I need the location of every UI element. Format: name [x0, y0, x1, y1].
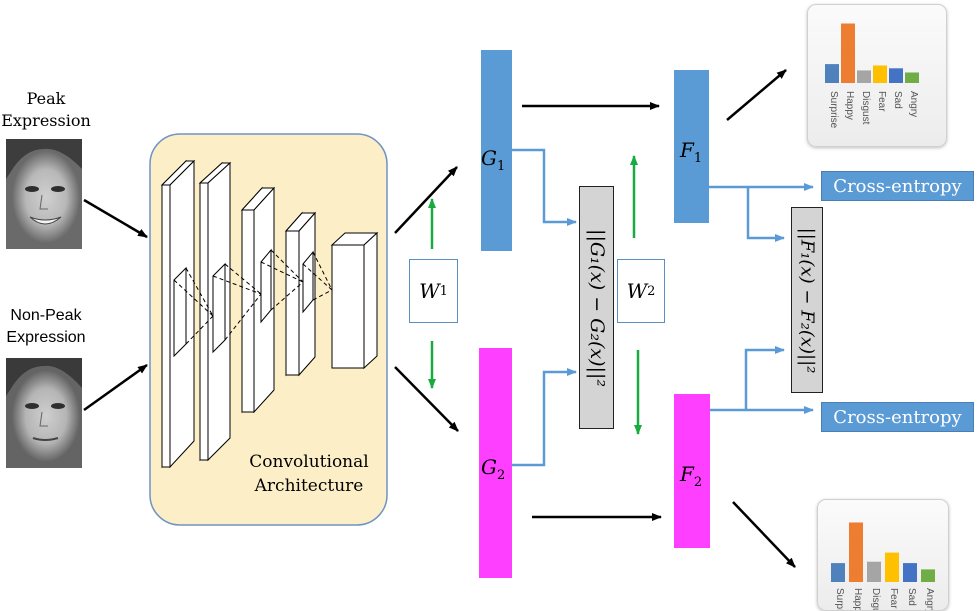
cnn-receptive-fields	[173, 248, 333, 358]
arrow-f1-to-fdist	[746, 187, 785, 242]
f2-label: F2	[680, 462, 703, 490]
g2-block	[479, 348, 512, 578]
nonpeak-face-image	[6, 358, 82, 468]
histogram-top-bars	[825, 23, 919, 83]
hist-bottom-label-disgust: Disgust	[870, 588, 881, 611]
hist-top-label-angry: Angry	[908, 91, 919, 118]
hist-top-label-surprise: Surprise	[828, 91, 839, 129]
f-distance-box: ||F₁(x) − F₂(x)||²	[791, 207, 823, 393]
arrow-f1-to-histogram	[726, 69, 787, 121]
hist-bottom-label-sad: Sad	[906, 588, 917, 606]
cnn-layer-4	[284, 211, 317, 377]
hist-top-bar-angry	[905, 72, 919, 83]
arrow-cnn-to-g2	[394, 366, 459, 432]
diagram-canvas	[83, 50, 814, 578]
hist-bottom-bar-angry	[921, 569, 935, 582]
peak-face-image	[6, 139, 82, 249]
g-distance-text: ||G₁(x) − G₂(x)||²	[585, 228, 608, 387]
hist-top-bar-disgust	[857, 70, 871, 83]
arrow-g2-to-gdist	[512, 368, 577, 467]
nonpeak-label-line2: Expression	[6, 329, 86, 346]
cross-entropy-top-box: Cross-entropy	[821, 171, 974, 201]
hist-bottom-bar-fear	[885, 552, 899, 582]
nonpeak-expression-label: Non-Peak Expression	[0, 305, 92, 349]
hist-top-label-disgust: Disgust	[860, 91, 871, 125]
hist-bottom-label-happy: Happy	[852, 588, 863, 611]
cnn-layer-1	[160, 159, 196, 469]
arrow-nonpeak-to-cnn	[83, 363, 148, 412]
peak-label-line1: Peak	[26, 89, 66, 108]
arrow-peak-to-cnn	[83, 198, 148, 239]
green-arrows	[428, 155, 642, 435]
hist-top-label-sad: Sad	[892, 91, 903, 109]
hist-top-bar-surprise	[825, 64, 839, 83]
hist-bottom-bar-disgust	[867, 561, 881, 582]
f1-label: F1	[680, 138, 703, 166]
arrow-f2-to-histogram	[732, 501, 796, 568]
g1-label: G1	[481, 146, 506, 174]
hist-top-label-happy: Happy	[844, 91, 855, 120]
histogram-top: Surprise Happy Disgust Fear Sad Angry	[807, 4, 947, 147]
g1-block	[481, 50, 512, 251]
cnn-label-line2: Architecture	[254, 476, 364, 496]
cross-entropy-bottom-box: Cross-entropy	[821, 402, 974, 432]
histogram-bottom: Surprise Happy Disgust Fear Sad Angry	[817, 499, 949, 611]
f1-block	[674, 70, 709, 223]
cnn-label-line1: Convolutional	[249, 452, 369, 472]
histogram-bottom-bars	[831, 522, 935, 582]
hist-top-bar-fear	[873, 65, 887, 83]
arrow-g1-to-gdist	[512, 148, 577, 226]
hist-bottom-bar-surprise	[831, 563, 845, 582]
black-arrows	[83, 69, 796, 568]
hist-top-bar-sad	[889, 68, 903, 83]
hist-bottom-bar-sad	[903, 563, 917, 582]
cross-entropy-top-label: Cross-entropy	[833, 175, 962, 197]
cnn-label: Convolutional Architecture	[244, 450, 374, 498]
cross-entropy-bottom-label: Cross-entropy	[833, 406, 962, 428]
hist-bottom-bar-happy	[849, 522, 863, 582]
arrow-f2-to-fdist	[744, 346, 785, 410]
hist-bottom-label-fear: Fear	[888, 588, 899, 609]
hist-top-bar-happy	[841, 23, 855, 83]
arrow-cnn-to-g1	[394, 166, 458, 234]
g-distance-box: ||G₁(x) − G₂(x)||²	[579, 186, 614, 429]
cnn-layers	[160, 159, 379, 469]
peak-label-line2: Expression	[1, 111, 91, 130]
g2-label: G2	[481, 455, 506, 483]
f2-block	[674, 394, 710, 548]
cnn-layer-3	[240, 186, 276, 414]
cnn-layer-5	[330, 231, 379, 370]
hist-bottom-label-surprise: Surprise	[834, 588, 845, 611]
nonpeak-label-line1: Non-Peak	[10, 307, 82, 324]
hist-bottom-label-angry: Angry	[924, 588, 935, 611]
blue-arrows	[512, 148, 814, 467]
hist-top-label-fear: Fear	[876, 91, 887, 112]
peak-expression-label: Peak Expression	[0, 88, 92, 132]
f-distance-text: ||F₁(x) − F₂(x)||²	[796, 227, 818, 373]
